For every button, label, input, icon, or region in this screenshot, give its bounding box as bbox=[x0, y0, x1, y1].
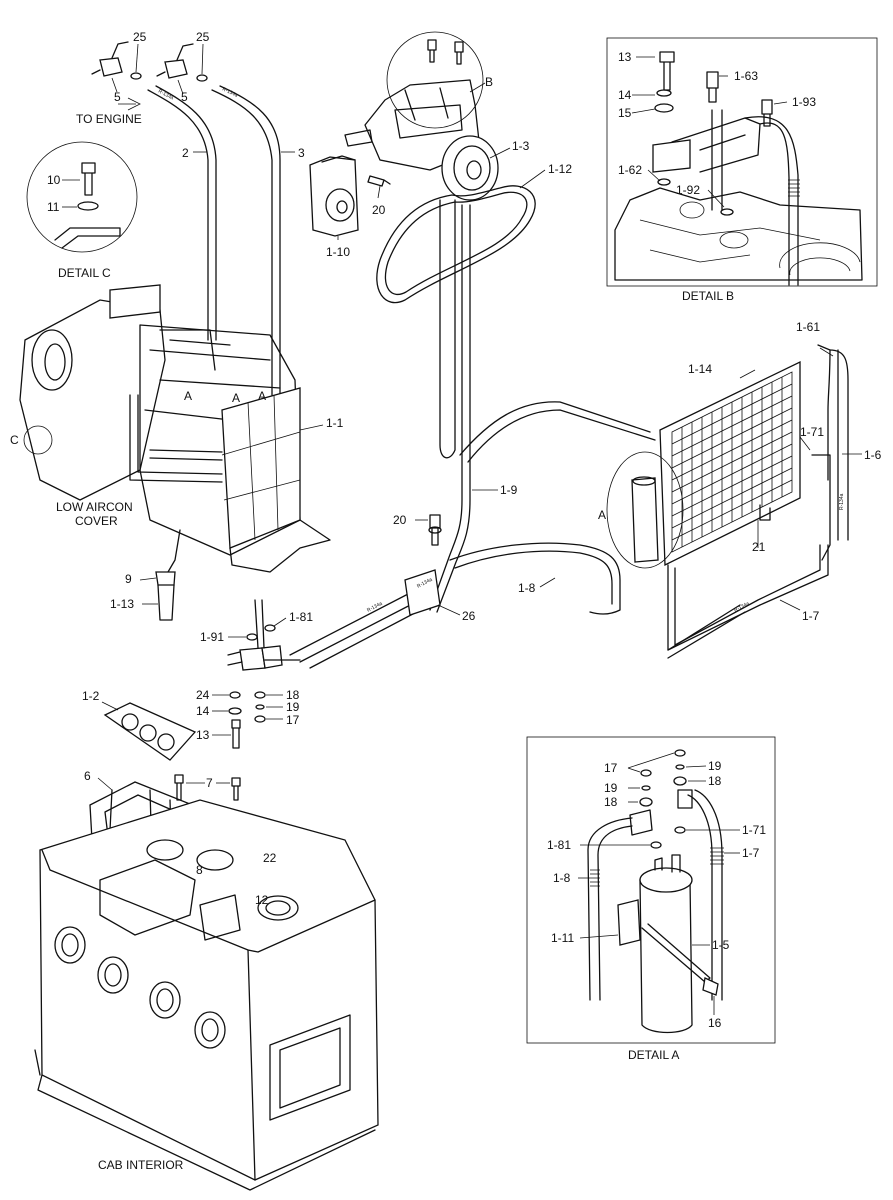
condenser-fin bbox=[671, 431, 793, 493]
label-18b: 18 bbox=[708, 774, 722, 788]
label-21: 21 bbox=[752, 540, 766, 554]
caption-detail-c: DETAIL C bbox=[58, 266, 111, 280]
caption-to-engine: TO ENGINE bbox=[76, 112, 142, 126]
label-1-91: 1-91 bbox=[200, 630, 224, 644]
label-1-5: 1-5 bbox=[712, 938, 730, 952]
label-1-3: 1-3 bbox=[512, 139, 530, 153]
label-1-1: 1-1 bbox=[326, 416, 344, 430]
condenser bbox=[472, 344, 862, 659]
svg-text:A: A bbox=[258, 389, 266, 403]
label-1-11: 1-11 bbox=[551, 931, 574, 945]
label-7: 7 bbox=[206, 776, 213, 790]
caption-low-aircon-2: COVER bbox=[75, 514, 118, 528]
label-9: 9 bbox=[125, 572, 132, 586]
label-13a: 13 bbox=[196, 728, 210, 742]
label-25b: 25 bbox=[196, 30, 210, 44]
clutch-unit bbox=[309, 155, 359, 240]
label-6: 6 bbox=[84, 769, 91, 783]
label-25a: 25 bbox=[133, 30, 147, 44]
label-20a: 20 bbox=[372, 203, 386, 217]
label-19a: 19 bbox=[286, 700, 300, 714]
caption-low-aircon-1: LOW AIRCON bbox=[56, 500, 133, 514]
label-2: 2 bbox=[182, 146, 189, 160]
condenser-fin bbox=[671, 383, 793, 445]
label-17b: 17 bbox=[604, 761, 618, 775]
compressor-group bbox=[344, 31, 546, 304]
label-B: B bbox=[485, 75, 493, 89]
label-1-62: 1-62 bbox=[618, 163, 642, 177]
label-1-6: 1-6 bbox=[864, 448, 882, 462]
label-3: 3 bbox=[298, 146, 305, 160]
label-1-12: 1-12 bbox=[548, 162, 572, 176]
label-8: 8 bbox=[196, 863, 203, 877]
hose-1-6-marking: R-134a bbox=[839, 493, 845, 510]
label-16: 16 bbox=[708, 1016, 722, 1030]
label-24: 24 bbox=[196, 688, 210, 702]
label-1-14: 1-14 bbox=[688, 362, 712, 376]
label-20b: 20 bbox=[393, 513, 407, 527]
detail-c-circle bbox=[26, 141, 138, 253]
caption-cab-interior: CAB INTERIOR bbox=[98, 1158, 184, 1172]
label-1-2: 1-2 bbox=[82, 689, 100, 703]
label-1-13: 1-13 bbox=[110, 597, 134, 611]
caption-detail-b: DETAIL B bbox=[682, 289, 734, 303]
cab-interior bbox=[34, 701, 379, 1191]
label-1-63: 1-63 bbox=[734, 69, 758, 83]
refrigerant-lines bbox=[212, 199, 656, 749]
label-1-61: 1-61 bbox=[796, 320, 820, 334]
svg-text:A: A bbox=[232, 391, 240, 405]
label-14b: 14 bbox=[618, 88, 632, 102]
condenser-fin bbox=[671, 455, 793, 517]
label-1-93: 1-93 bbox=[792, 95, 816, 109]
label-13b: 13 bbox=[618, 50, 632, 64]
label-1-71a: 1-71 bbox=[800, 425, 824, 439]
detail-a-box bbox=[526, 736, 776, 1044]
part-labels: 25 25 5 5 2 3 10 11 1-10 20 1-3 1-12 B C… bbox=[10, 30, 882, 1030]
condenser-fin bbox=[671, 407, 793, 469]
condenser-fin bbox=[671, 419, 793, 481]
label-1-7a: 1-7 bbox=[802, 609, 820, 623]
label-1-71b: 1-71 bbox=[742, 823, 766, 837]
label-14a: 14 bbox=[196, 704, 210, 718]
label-1-7b: 1-7 bbox=[742, 846, 760, 860]
label-1-81a: 1-81 bbox=[289, 610, 313, 624]
condenser-fin bbox=[671, 395, 793, 457]
label-5b: 5 bbox=[181, 90, 188, 104]
label-1-92: 1-92 bbox=[676, 183, 700, 197]
condenser-fin bbox=[671, 467, 793, 529]
condenser-fin bbox=[671, 479, 793, 541]
caption-detail-a: DETAIL A bbox=[628, 1048, 679, 1062]
condenser-fin bbox=[671, 443, 793, 505]
label-C: C bbox=[10, 433, 19, 447]
label-A: A bbox=[598, 508, 606, 522]
label-17a: 17 bbox=[286, 713, 300, 727]
label-15: 15 bbox=[618, 106, 632, 120]
detail-b-box bbox=[606, 37, 878, 287]
label-18c: 18 bbox=[604, 795, 618, 809]
label-12: 12 bbox=[255, 893, 269, 907]
label-1-8: 1-8 bbox=[518, 581, 536, 595]
hvac-unit: A A A bbox=[19, 284, 331, 621]
hoses-2-3 bbox=[91, 41, 295, 396]
label-11: 11 bbox=[47, 200, 60, 214]
captions: TO ENGINE DETAIL C DETAIL B LOW AIRCON C… bbox=[56, 112, 734, 1172]
svg-text:A: A bbox=[184, 389, 192, 403]
label-22: 22 bbox=[263, 851, 277, 865]
label-19c: 19 bbox=[604, 781, 618, 795]
label-1-8b: 1-8 bbox=[553, 871, 571, 885]
label-5a: 5 bbox=[114, 90, 121, 104]
label-1-10: 1-10 bbox=[326, 245, 350, 259]
label-1-81b: 1-81 bbox=[547, 838, 571, 852]
label-10: 10 bbox=[47, 173, 61, 187]
label-26: 26 bbox=[462, 609, 476, 623]
label-1-9: 1-9 bbox=[500, 483, 518, 497]
hose-1-7-marking: R-134a bbox=[733, 601, 750, 614]
label-19b: 19 bbox=[708, 759, 722, 773]
label-18a: 18 bbox=[286, 688, 300, 702]
hose-3-marking: R-134a bbox=[221, 86, 239, 98]
